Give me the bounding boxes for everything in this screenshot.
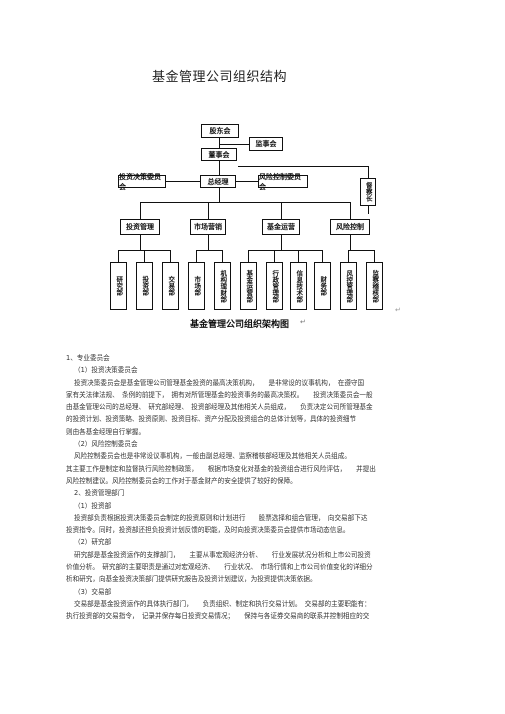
paragraph-line: 交易部是基金投资运作的具体执行部门， 负责组织、制定和执行交易计划。 交易部的主… — [74, 599, 371, 608]
paragraph-line: 其主要工作是制定和监督执行风险控制政策， 根据市场变化对基金的投资组合进行风险评… — [66, 464, 376, 473]
general-manager-box: 总经理 — [200, 175, 236, 188]
section-heading: 1、专业委员会 — [66, 354, 110, 362]
subsection-heading: （2）风险控制委员会 — [74, 440, 138, 449]
investment-dept-box: 投资部 — [136, 262, 153, 310]
subsection-heading: （1）投资决策委员会 — [74, 366, 138, 375]
it-dept-box: 信息技术部 — [290, 262, 307, 310]
fund-ops-box: 基金运营 — [262, 219, 300, 235]
supervisors-box: 监事会 — [249, 137, 283, 151]
trading-dept-box: 交易部 — [162, 262, 179, 310]
investment-mgmt-box: 投资管理 — [120, 219, 160, 235]
chart-caption: 基金管理公司组织架构图 — [190, 320, 290, 330]
marketing-box: 市场营销 — [190, 219, 226, 235]
market-dept-box: 市场部 — [188, 262, 205, 310]
subsection-heading: （1）投资部 — [74, 501, 112, 510]
paragraph-mark: ↵ — [395, 306, 401, 314]
paragraph-line: 家有关法律法规、 条例的前提下， 拥有对所管理基金的投资事务的最高决策权。 投资… — [66, 390, 373, 399]
paragraph-line: 则由各基金经理自行掌握。 — [66, 427, 146, 436]
caption-paragraph-mark: ↵ — [300, 318, 306, 326]
shareholders-box: 股东会 — [201, 124, 239, 138]
page-title: 基金管理公司组织结构 — [152, 70, 288, 85]
paragraph-line: 析和研究，向基金投资决策部门提供研究报告及投资计划建议，为投资提供决策依据。 — [66, 575, 317, 584]
paragraph-line: 投资决策委员会是基金管理公司管理基金投资的最高决策机构， 是非常设的议事机构， … — [74, 378, 365, 387]
inspector-box: 督察长 — [360, 178, 376, 206]
audit-dept-box: 监察稽核部 — [366, 262, 383, 310]
investment-committee-box: 投资决策委员会 — [118, 173, 166, 191]
subsection-heading: （3）交易部 — [74, 587, 112, 596]
paragraph-line: 风险控制建议。风险控制委员会的工作对于基金财产的安全提供了较好的保障。 — [66, 476, 297, 485]
paragraph-line: 投资指令。同时，投资部还担负投资计划反馈的职能，及时向投资决策委员会提供市场动态… — [66, 526, 350, 535]
paragraph-line: 价值分析。 研究部的主要职责是通过对宏观经济、 行业状况、 市场行情和上市公司价… — [66, 563, 373, 572]
body-text: 1、专业委员会 （1）投资决策委员会 投资决策委员会是基金管理公司管理基金投资的… — [66, 352, 451, 623]
paragraph-line: 执行投资部的交易指令， 记录并保存每日投资交易情况； 保持与各证券交易商的联系并… — [66, 612, 370, 621]
subsection-heading: （2）研究部 — [74, 538, 112, 547]
institutional-dept-box: 机构理财部 — [214, 262, 231, 310]
admin-dept-box: 行政管理部 — [266, 262, 283, 310]
paragraph-line: 风险控制委员会也是非常设议事机构，一般由副总经理、监察稽核部经理及其他相关人员组… — [74, 452, 351, 461]
finance-dept-box: 财务部 — [314, 262, 331, 310]
paragraph-line: 由基金管理公司的总经理、 研究部经理、 投资部经理及其他相关人员组成， 负责决定… — [66, 403, 373, 412]
risk-control-box: 风险控制 — [330, 219, 370, 235]
paragraph-line: 的投资计划、投资策略、投资原则、投资目标、资产分配及投资组合的总体计划等，具体的… — [66, 415, 357, 424]
research-dept-box: 研究部 — [110, 262, 127, 310]
risk-dept-box: 风控管理部 — [340, 262, 357, 310]
section-heading: 2、投资管理部门 — [74, 489, 125, 498]
fund-accounting-box: 基金运营部 — [240, 262, 257, 310]
risk-committee-box: 风险控制委员会 — [258, 173, 308, 191]
paragraph-line: 研究部是基金投资运作的支撑部门， 主要从事宏观经济分析、 行业发展状况分析和上市… — [74, 550, 371, 559]
board-box: 董事会 — [201, 148, 237, 161]
paragraph-line: 投资部负责根据投资决策委员会制定的投资原则和计划进行 股票选择和组合管理， 向交… — [74, 513, 368, 522]
